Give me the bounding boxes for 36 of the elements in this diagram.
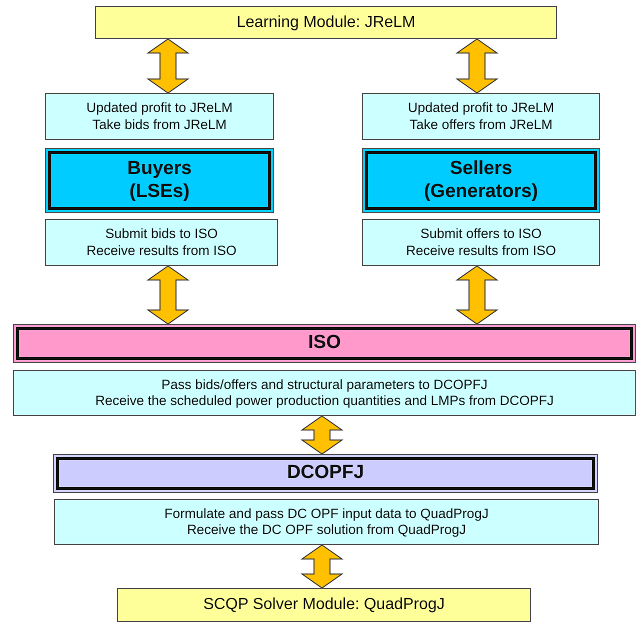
- node-text: Take offers from JReLM: [409, 116, 553, 133]
- info-box: [362, 93, 600, 140]
- block-arrow: [146, 38, 190, 94]
- node-text: Receive results from ISO: [86, 242, 237, 259]
- info-box: [13, 370, 636, 416]
- node-text: Updated profit to JReLM: [408, 100, 554, 116]
- info-box: [45, 219, 278, 266]
- block-arrow: [300, 415, 344, 455]
- block-arrow: [455, 265, 499, 325]
- node-text: Take bids from JReLM: [92, 116, 227, 133]
- agent-box: [45, 148, 274, 213]
- node-text: Receive the DC OPF solution from QuadProgJ: [186, 522, 466, 538]
- module-box: [95, 6, 557, 39]
- operator-box: [13, 324, 636, 363]
- node-text: Learning Module: JReLM: [236, 12, 416, 32]
- node-text: Formulate and pass DC OPF input data to QuadProgJ: [164, 506, 489, 522]
- block-arrow: [146, 265, 190, 325]
- info-box: [362, 219, 600, 266]
- node-text: Receive the scheduled power production quantities and LMPs from DCOPFJ: [95, 393, 554, 410]
- node-text: Submit bids to ISO: [105, 226, 218, 242]
- module-box: [117, 588, 531, 622]
- node-text: ISO: [308, 332, 341, 355]
- node-text: Submit offers to ISO: [420, 226, 542, 242]
- node-text: Pass bids/offers and structural parameters to DCOPFJ: [161, 376, 488, 393]
- block-arrow: [300, 544, 344, 589]
- block-arrow: [455, 38, 499, 94]
- node-text: Updated profit to JReLM: [86, 100, 233, 116]
- info-box: [45, 93, 274, 140]
- agent-box: [362, 148, 600, 213]
- node-text: DCOPFJ: [286, 462, 364, 485]
- node-text: Buyers (LSEs): [127, 158, 192, 204]
- node-text: Sellers (Generators): [424, 158, 538, 204]
- node-text: Receive results from ISO: [406, 242, 556, 259]
- info-box: [54, 499, 599, 545]
- node-text: SCQP Solver Module: QuadProgJ: [203, 595, 445, 615]
- module-box: [53, 454, 598, 493]
